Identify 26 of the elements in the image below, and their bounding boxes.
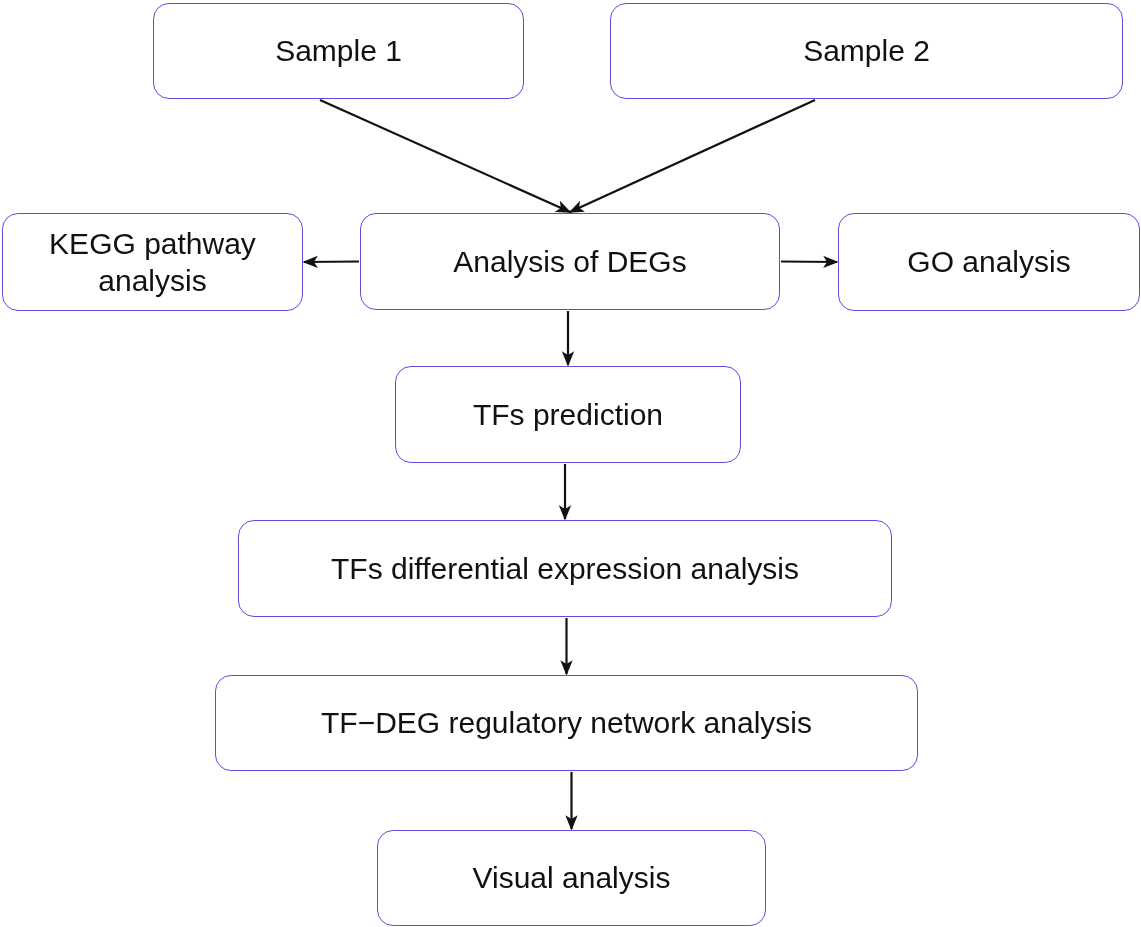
process-box bbox=[215, 675, 918, 771]
arrow bbox=[568, 99, 816, 213]
box-label: TFs prediction bbox=[472, 396, 664, 433]
box-label: Sample 2 bbox=[803, 33, 930, 70]
arrow bbox=[561, 311, 575, 367]
process-box bbox=[2, 213, 303, 311]
process-box bbox=[238, 520, 892, 617]
box-label: TFs differential expression analysis bbox=[331, 550, 799, 587]
process-box bbox=[838, 213, 1140, 311]
arrow bbox=[781, 255, 839, 269]
process-box bbox=[377, 830, 766, 926]
process-box bbox=[395, 366, 741, 463]
arrow bbox=[560, 618, 573, 676]
box-label: Sample 1 bbox=[275, 33, 402, 70]
arrow bbox=[565, 772, 578, 831]
box-label: TF−DEG regulatory network analysis bbox=[321, 705, 812, 742]
arrow bbox=[319, 99, 572, 213]
process-box bbox=[610, 3, 1123, 99]
box-label: GO analysis bbox=[907, 244, 1071, 281]
box-label: Visual analysis bbox=[472, 860, 671, 897]
arrow bbox=[302, 255, 359, 269]
box-label: KEGG pathway analysis bbox=[48, 225, 257, 299]
arrow bbox=[558, 464, 572, 521]
process-box bbox=[153, 3, 524, 99]
process-box bbox=[360, 213, 780, 310]
box-label: Analysis of DEGs bbox=[453, 243, 687, 280]
